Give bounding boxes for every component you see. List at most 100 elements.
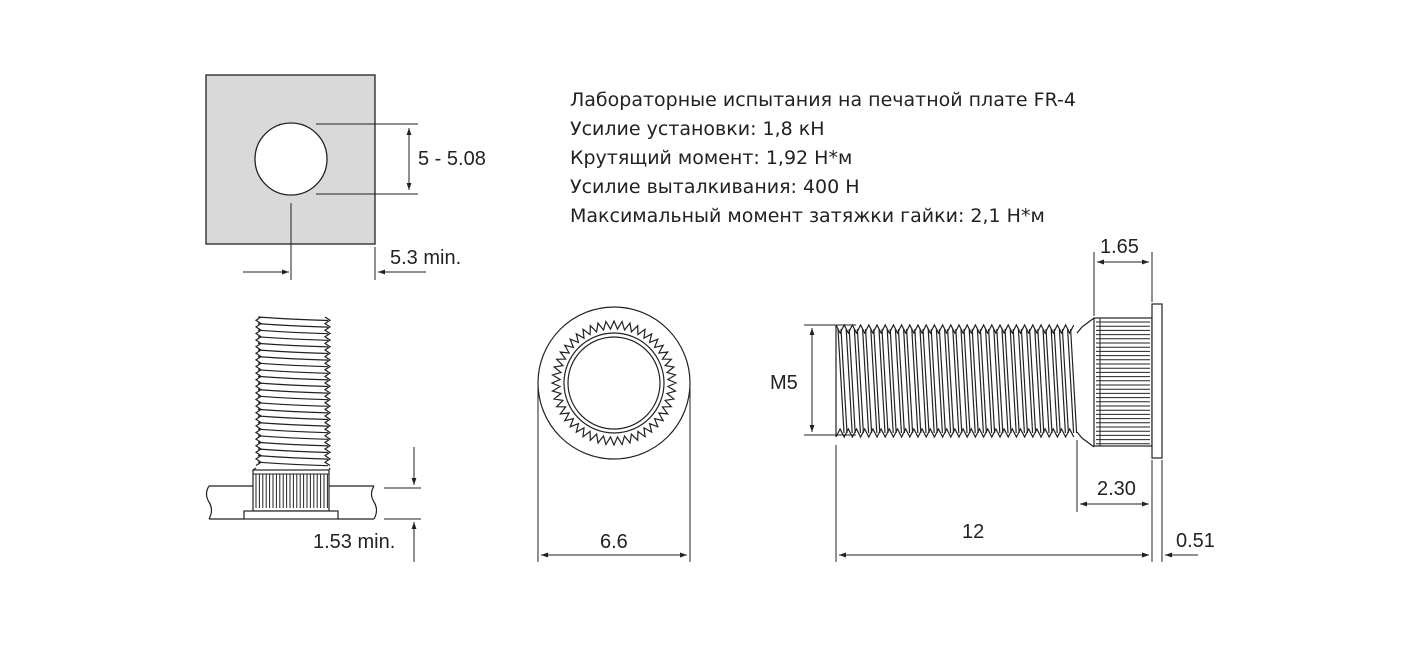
knurl-length-label: 2.30 [1097, 478, 1136, 500]
side-thread [252, 316, 332, 471]
drawing-line [979, 328, 987, 434]
drawing-line [873, 328, 881, 434]
drawing-path [257, 461, 329, 467]
spec-install-force: Усилие установки: 1,8 кН [570, 118, 825, 140]
drawing-line [938, 328, 946, 434]
drawing-line [985, 328, 993, 434]
drawing-path [257, 441, 329, 447]
knurl-section [1093, 317, 1153, 447]
drawing-path [257, 395, 329, 401]
mounting-hole [254, 122, 328, 196]
drawing-line [960, 328, 968, 434]
drawing-path [257, 428, 329, 434]
drawing-path [257, 356, 329, 361]
drawing-line [881, 328, 889, 434]
drawing-line [1009, 328, 1017, 434]
drawing-line [837, 328, 845, 434]
thread-bore-inner [567, 336, 661, 430]
drawing-path [257, 323, 329, 328]
drawing-line [1017, 328, 1025, 434]
drawing-path [257, 422, 329, 427]
drawing-line [845, 328, 853, 434]
drawing-line [993, 328, 1001, 434]
knurl-lines [253, 473, 329, 508]
drawing-line [927, 328, 935, 434]
drawing-line [878, 328, 886, 434]
drawing-path [257, 389, 329, 394]
drawing-path [257, 382, 329, 388]
drawing-line [952, 328, 960, 434]
drawing-line [1070, 328, 1078, 434]
drawing-line [1026, 328, 1034, 434]
thread-profile [835, 323, 1078, 439]
drawing-line [971, 328, 979, 434]
knurled-shank [252, 469, 330, 512]
drawing-path [257, 336, 329, 341]
drawing-line [1029, 328, 1037, 434]
drawing-line [996, 328, 1004, 434]
drawing-line [1034, 328, 1042, 434]
knurl-teeth [550, 319, 678, 447]
drawing-line [930, 328, 938, 434]
drawing-path [257, 455, 329, 460]
drawing-path [323, 316, 332, 467]
drawing-path [257, 369, 329, 374]
drawing-path [257, 408, 329, 414]
head-diameter-label: 6.6 [600, 531, 628, 553]
drawing-line [1058, 328, 1066, 434]
drawing-line [955, 328, 963, 434]
drawing-path [257, 316, 329, 322]
installed-fastener-view [205, 316, 421, 562]
drawing-line [988, 328, 996, 434]
drawing-line [1042, 328, 1050, 434]
drawing-line [963, 328, 971, 434]
flange [1151, 303, 1163, 459]
drawing-line [862, 328, 870, 434]
sheet-thickness-label: 1.53 min. [313, 531, 395, 553]
drawing-line [1045, 328, 1053, 434]
drawing-path [257, 362, 329, 368]
fastener-flange [243, 510, 339, 520]
drawing-line [870, 328, 878, 434]
thread-bore-outer [563, 332, 665, 434]
drawing-line [968, 328, 976, 434]
side-view [804, 252, 1198, 562]
drawing-line [906, 328, 914, 434]
drawing-path [257, 375, 329, 381]
panel-section [205, 485, 378, 520]
drawing-path [257, 435, 329, 440]
drawing-line [840, 328, 848, 434]
drawing-line [848, 328, 856, 434]
drawing-line [976, 328, 984, 434]
drawing-path [257, 448, 329, 454]
drawing-line [853, 328, 861, 434]
drawing-line [1061, 328, 1069, 434]
drawing-line [889, 328, 897, 434]
hole-diameter-label: 5 - 5.08 [418, 148, 486, 170]
overall-length-label: 12 [962, 521, 984, 543]
spec-torque: Крутящий момент: 1,92 Н*м [570, 147, 853, 169]
drawing-path [835, 427, 1075, 439]
drawing-line [1050, 328, 1058, 434]
drawing-line [1067, 328, 1075, 434]
drawing-path [257, 402, 329, 407]
drawing-line [922, 328, 930, 434]
drawing-line [1001, 328, 1009, 434]
panel-hole-view [205, 74, 426, 280]
spec-title: Лабораторные испытания на печатной плате… [570, 89, 1076, 111]
drawing-line [919, 328, 927, 434]
drawing-line [911, 328, 919, 434]
drawing-line [903, 328, 911, 434]
drawing-path [254, 316, 263, 467]
drawing-line [1012, 328, 1020, 434]
drawing-path [257, 329, 329, 335]
spec-pushout-force: Усилие выталкивания: 400 Н [570, 176, 860, 198]
thread-runout [1076, 317, 1095, 448]
drawing-line [1004, 328, 1012, 434]
drawing-line [1037, 328, 1045, 434]
drawing-path [257, 415, 329, 421]
drawing-line [944, 328, 952, 434]
spec-max-tightening-torque: Максимальный момент затяжки гайки: 2,1 Н… [570, 205, 1045, 227]
end-view [537, 306, 691, 562]
